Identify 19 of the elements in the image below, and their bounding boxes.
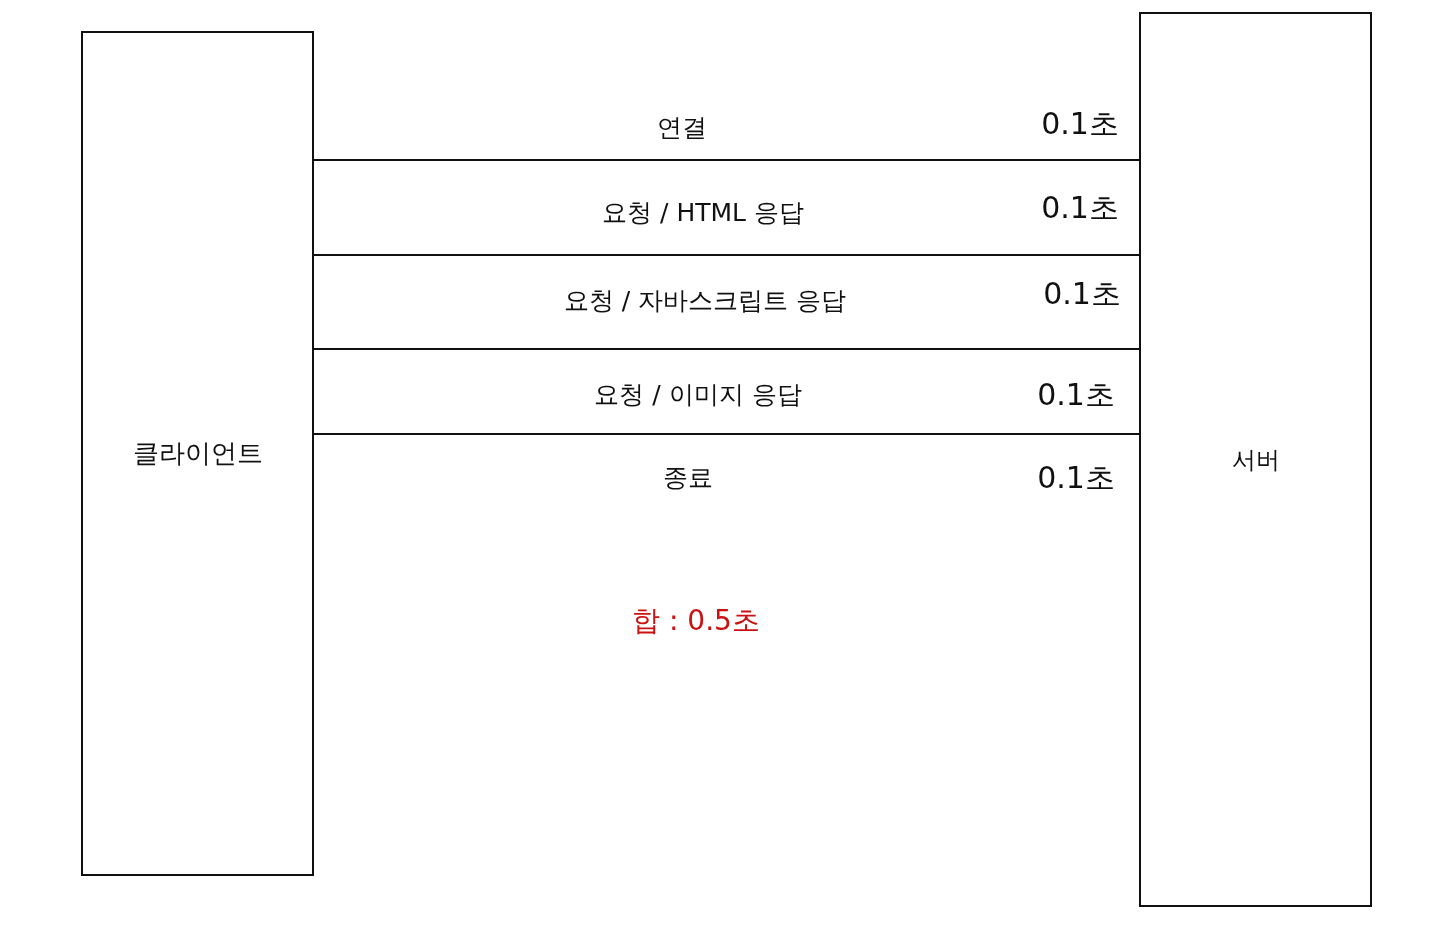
server-box <box>1139 12 1372 907</box>
connector-line <box>313 159 1140 161</box>
connector-line <box>313 433 1140 435</box>
text-label: 종료 <box>663 461 713 494</box>
text-label: 0.1초 <box>1037 375 1115 414</box>
box-label: 클라이언트 <box>132 437 263 470</box>
total-time-label: 합 : 0.5초 <box>632 603 760 639</box>
text-label: 0.1초 <box>1043 274 1121 313</box>
text-label: 0.1초 <box>1041 188 1119 227</box>
text-label: 0.1초 <box>1041 104 1119 143</box>
edge-label: 요청 / HTML 응답 <box>602 196 804 229</box>
connector-line <box>313 348 1140 350</box>
edge-label: 요청 / 이미지 응답 <box>594 378 802 411</box>
edge-label: 연결 <box>657 111 707 144</box>
text-label: 0.1초 <box>1037 458 1115 497</box>
edge-label: 요청 / 자바스크립트 응답 <box>563 284 847 317</box>
box-label: 서버 <box>1231 444 1280 476</box>
connector-line <box>313 254 1140 256</box>
client-box <box>81 31 314 876</box>
